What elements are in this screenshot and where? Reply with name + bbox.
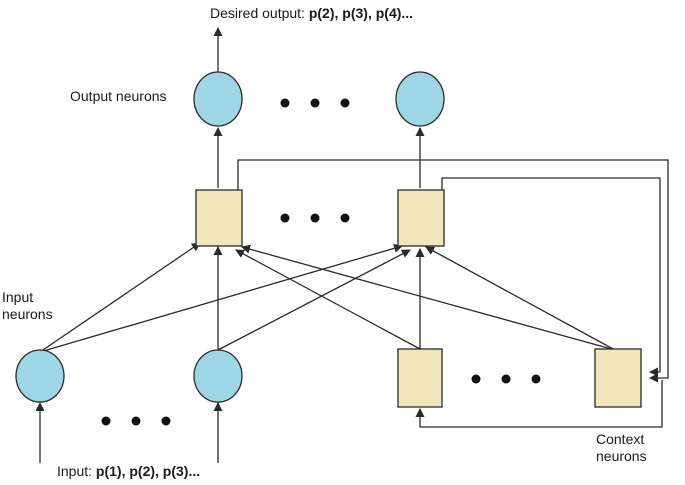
input-neurons-label-line2: neurons (2, 306, 53, 322)
output-neuron-2 (395, 71, 445, 127)
input-neurons-label: Input neurons (2, 289, 53, 323)
context-unit-2 (594, 348, 642, 408)
output-neurons-label: Output neurons (70, 88, 167, 104)
desired-output-values: p(2), p(3), p(4)... (308, 5, 414, 21)
output-ellipsis-dots (280, 98, 350, 108)
input-prefix: Input: (57, 463, 96, 479)
input-values: p(1), p(2), p(3)... (95, 463, 201, 479)
edge-h2-copy-context2 (441, 177, 661, 377)
edge-c1-h1 (235, 249, 421, 350)
context-neurons-label: Context neurons (596, 431, 647, 465)
context-neurons-label-line1: Context (596, 431, 645, 447)
context-unit-1 (397, 348, 443, 408)
input-sequence-label: Input: p(1), p(2), p(3)... (57, 463, 200, 480)
desired-output-label: Desired output: p(2), p(3), p(4)... (210, 5, 413, 22)
input-ellipsis-dots (101, 416, 171, 426)
edge-in2-h2 (217, 249, 411, 351)
input-neuron-2 (193, 349, 243, 403)
edge-c2-h1 (241, 244, 616, 351)
edge-h2-copy-context1 (415, 380, 663, 428)
edge-in1-h1 (39, 242, 201, 353)
context-neurons-label-line2: neurons (596, 448, 647, 464)
edge-h1-copy-context2 (237, 159, 669, 383)
input-neuron-1 (15, 349, 65, 403)
context-ellipsis-dots (471, 374, 541, 384)
edge-c2-h2 (425, 246, 616, 351)
output-neuron-1 (193, 71, 243, 127)
hidden-unit-1 (195, 189, 243, 247)
hidden-ellipsis-dots (280, 213, 350, 223)
input-neurons-label-line1: Input (2, 289, 34, 305)
desired-output-prefix: Desired output: (210, 5, 309, 21)
edge-in1-h2 (39, 243, 403, 353)
hidden-unit-2 (397, 189, 445, 247)
